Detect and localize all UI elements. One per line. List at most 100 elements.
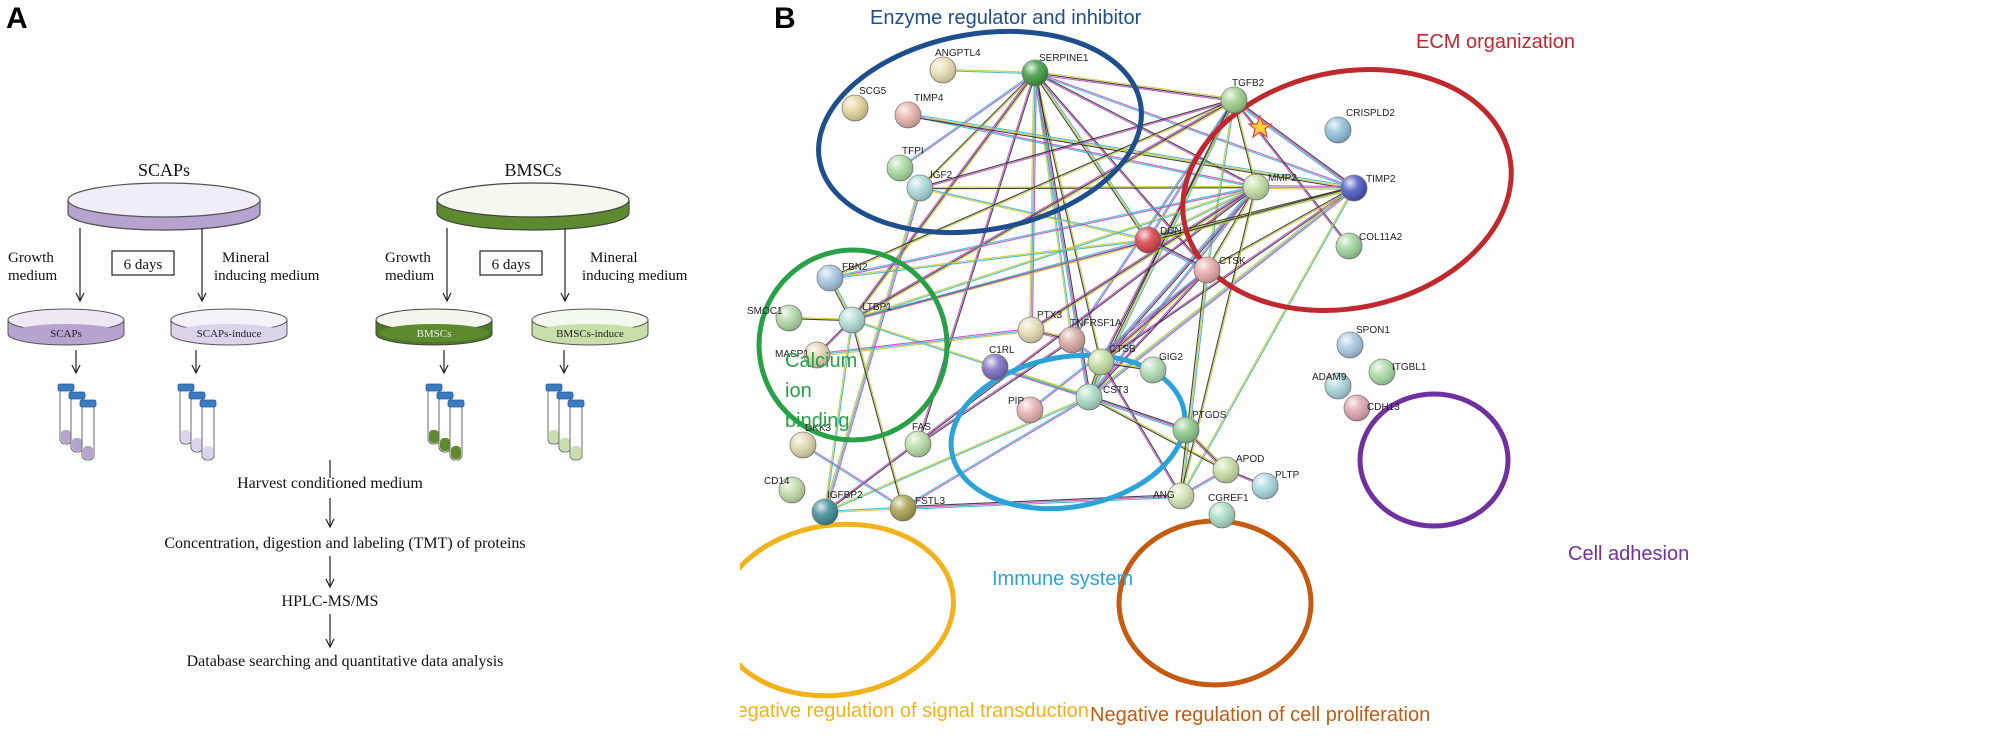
interaction-edge bbox=[1099, 361, 1183, 497]
growth-label-left-2: medium bbox=[8, 268, 57, 284]
days-label-right: 6 days bbox=[492, 257, 531, 273]
node-cst3: CST3 bbox=[1075, 383, 1129, 411]
interaction-edge bbox=[1100, 186, 1355, 364]
node-label: DKK3 bbox=[805, 423, 832, 434]
node-label: CTSK bbox=[1219, 256, 1246, 267]
node-label: PLTP bbox=[1275, 470, 1300, 481]
tube bbox=[567, 399, 585, 461]
node-gig2: GIG2 bbox=[1139, 352, 1183, 384]
cluster-enzyme bbox=[816, 28, 1144, 236]
bmscs-dish-label: BMSCs bbox=[417, 328, 452, 340]
node-cd14: CD14 bbox=[764, 476, 806, 504]
interaction-edge bbox=[1206, 186, 1355, 272]
interaction-edge bbox=[851, 238, 1149, 322]
interaction-edges bbox=[788, 68, 1356, 514]
node-tgfb2: TGFB2 bbox=[1220, 78, 1265, 114]
cluster-immune bbox=[948, 352, 1188, 512]
label-calcium-1: Calcium bbox=[785, 350, 857, 372]
node-fbn2: FBN2 bbox=[816, 262, 868, 292]
node-igf2: IGF2 bbox=[906, 170, 953, 202]
scaps-title: SCAPs bbox=[138, 160, 190, 180]
panel-a-label: A bbox=[6, 2, 28, 35]
interaction-edge bbox=[829, 238, 1149, 280]
bmscs-induce-dish bbox=[531, 308, 649, 346]
mineral-label-left-1: Mineral bbox=[222, 250, 269, 266]
node-label: IGF2 bbox=[930, 170, 953, 181]
scaps-small-dish bbox=[7, 308, 125, 346]
dish-arrows bbox=[75, 228, 570, 303]
tube bbox=[57, 383, 75, 445]
scaps-dish-label: SCAPs bbox=[50, 328, 82, 340]
node-label: PTX3 bbox=[1037, 310, 1062, 321]
growth-label-right-1: Growth bbox=[385, 250, 431, 266]
step-harvest: Harvest conditioned medium bbox=[237, 475, 423, 492]
node-crispld2: CRISPLD2 bbox=[1324, 108, 1395, 144]
interaction-edge bbox=[1255, 185, 1355, 190]
node-label: FAS bbox=[912, 422, 931, 433]
step-database: Database searching and quantitative data… bbox=[187, 653, 504, 670]
node-label: PTGDS bbox=[1192, 410, 1227, 421]
scaps-dish bbox=[67, 182, 261, 231]
interaction-edge bbox=[802, 443, 904, 510]
cluster-neg-signal bbox=[716, 521, 956, 699]
node-dkk3: DKK3 bbox=[789, 423, 832, 459]
label-neg-signal: Negative regulation of signal transducti… bbox=[740, 700, 1089, 722]
panel-b-label: B bbox=[774, 2, 796, 35]
node-fstl3: FSTL3 bbox=[889, 494, 945, 522]
node-label: PIP bbox=[1008, 396, 1024, 407]
step-hplc: HPLC-MS/MS bbox=[282, 593, 379, 610]
interaction-edge bbox=[850, 319, 905, 509]
interaction-edge bbox=[1088, 395, 1227, 472]
node-label: TIMP2 bbox=[1366, 174, 1396, 185]
days-box-right bbox=[479, 250, 543, 276]
workflow-panel: SCAPs BMSCs Growth medium 6 days Mineral… bbox=[0, 0, 760, 734]
step-concentration: Concentration, digestion and labeling (T… bbox=[164, 535, 525, 552]
node-itgbl1: ITGBL1 bbox=[1368, 358, 1427, 386]
node-label: CD14 bbox=[764, 476, 790, 487]
node-label: DCN bbox=[1160, 226, 1182, 237]
node-label: GIG2 bbox=[1159, 352, 1183, 363]
tube bbox=[188, 391, 206, 453]
mineral-label-left-2: inducing medium bbox=[214, 268, 320, 284]
tube bbox=[447, 399, 465, 461]
interaction-edge bbox=[1034, 72, 1208, 271]
node-c1rl: C1RL bbox=[981, 345, 1015, 381]
interaction-edge bbox=[919, 98, 1235, 190]
growth-label-right-2: medium bbox=[385, 268, 434, 284]
cluster-neg-prolif bbox=[1116, 518, 1314, 688]
interaction-edge bbox=[1034, 71, 1355, 190]
node-angptl4: ANGPTL4 bbox=[929, 48, 981, 84]
label-neg-prolif: Negative regulation of cell proliferatio… bbox=[1090, 704, 1430, 726]
node-apod: APOD bbox=[1212, 454, 1264, 484]
node-ptx3: PTX3 bbox=[1017, 310, 1062, 344]
node-timp4: TIMP4 bbox=[894, 93, 944, 129]
node-adam9: ADAM9 bbox=[1312, 372, 1352, 400]
bmscs-dish bbox=[436, 182, 630, 231]
node-label: APOD bbox=[1236, 454, 1264, 465]
interaction-edge bbox=[899, 71, 1036, 170]
node-cdh13: CDH13 bbox=[1343, 394, 1400, 422]
node-label: MMP2 bbox=[1268, 173, 1297, 184]
mineral-label-right-2: inducing medium bbox=[582, 268, 688, 284]
node-label: TNFRSF1A bbox=[1070, 318, 1122, 329]
node-col11a2: COL11A2 bbox=[1335, 232, 1403, 260]
node-label: SPON1 bbox=[1356, 325, 1390, 336]
interaction-edge bbox=[1205, 186, 1258, 271]
node-label: FBN2 bbox=[842, 262, 868, 273]
tube bbox=[425, 383, 443, 445]
tube-arrows bbox=[71, 350, 569, 375]
node-label: TFPI bbox=[902, 146, 924, 157]
node-label: SCG5 bbox=[859, 86, 887, 97]
cluster-adhesion bbox=[1357, 391, 1511, 529]
node-label: FSTL3 bbox=[915, 496, 945, 507]
node-smoc1: SMOC1 bbox=[747, 304, 803, 332]
interaction-edge bbox=[1179, 187, 1356, 497]
interaction-edge bbox=[1088, 395, 1187, 432]
node-label: TGFB2 bbox=[1232, 78, 1265, 89]
node-tnfrsf1a: TNFRSF1A bbox=[1058, 318, 1122, 354]
step-arrow-3 bbox=[325, 614, 335, 649]
node-label: SERPINE1 bbox=[1039, 53, 1089, 64]
node-ang: ANG bbox=[1153, 482, 1195, 510]
label-calcium-2: ion bbox=[785, 380, 812, 402]
